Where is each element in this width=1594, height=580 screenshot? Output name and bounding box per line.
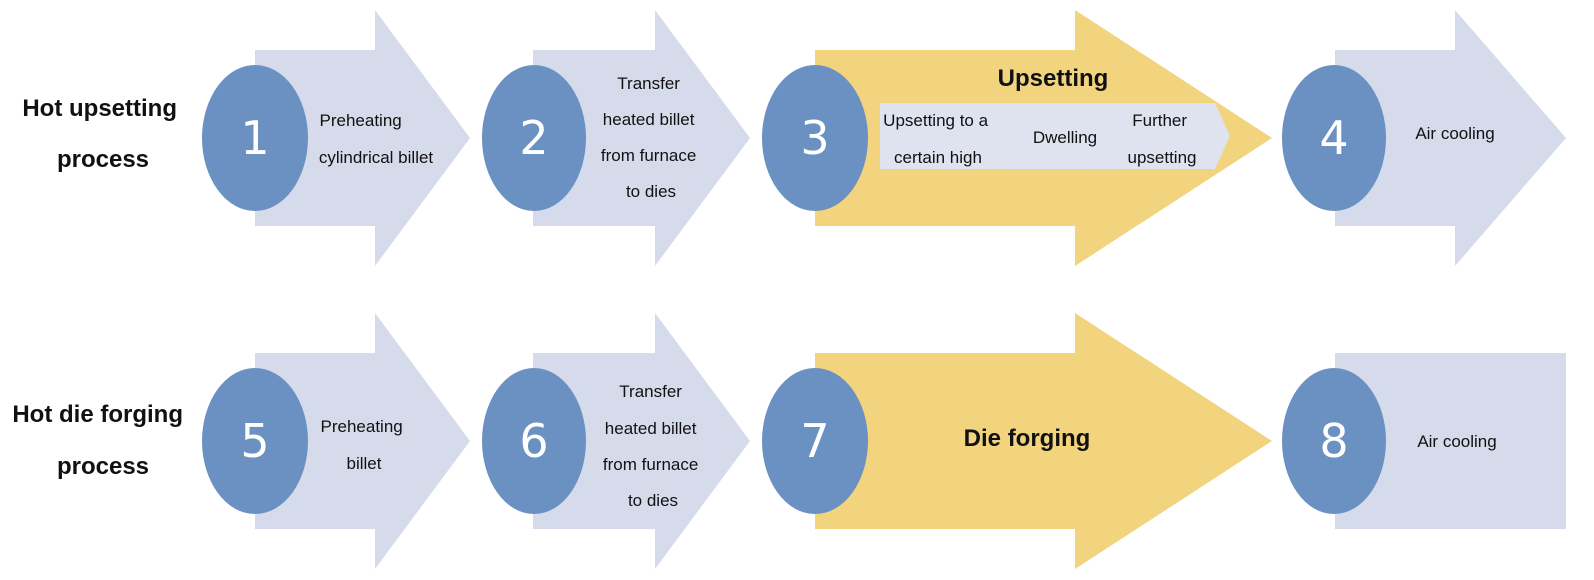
step-number-circle (762, 65, 868, 211)
step-number-circle (762, 368, 868, 514)
step-text: Transfer heated billet from furnace to d… (603, 382, 703, 510)
step-number: 3 (800, 111, 829, 165)
row-label-line: Hot die forging (12, 401, 183, 428)
step-arrow (255, 313, 470, 569)
step-text-line: Preheating (320, 111, 402, 130)
step-3: Upsetting Upsetting to a certain high Dw… (762, 10, 1272, 266)
step-number: 5 (240, 414, 269, 468)
step-text-line: heated billet (603, 110, 695, 129)
substep-chevron (1000, 103, 1117, 169)
row-label-hot-upsetting: Hot upsetting process (22, 95, 183, 173)
step-5: 5 Preheating billet (202, 313, 470, 569)
step-text: Preheating cylindrical billet (319, 111, 434, 167)
step-text-line: heated billet (605, 419, 697, 438)
step-text: Air cooling (1417, 432, 1496, 451)
step-text-line: Preheating (321, 417, 403, 436)
step-text-line: billet (347, 454, 382, 473)
step-text-line: to dies (626, 182, 676, 201)
step-text: Transfer heated billet from furnace to d… (601, 74, 701, 201)
step-text-line: from furnace (603, 455, 698, 474)
row-hot-upsetting: Hot upsetting process 1 Preheating cylin… (22, 10, 1566, 266)
substep-text-line: Dwelling (1033, 128, 1097, 147)
step-text-line: Transfer (617, 74, 680, 93)
row-label-hot-die-forging: Hot die forging process (12, 401, 189, 480)
row-label-line: process (57, 453, 149, 480)
step-number-circle (482, 368, 586, 514)
step-8: 8 Air cooling (1282, 353, 1566, 529)
step-number: 8 (1319, 414, 1348, 468)
step-number: 7 (800, 414, 829, 468)
step-title: Die forging (964, 425, 1091, 452)
step-number: 1 (240, 111, 269, 165)
step-1: 1 Preheating cylindrical billet (202, 10, 470, 266)
substep-chevron (880, 103, 1015, 169)
step-arrow (533, 10, 750, 266)
substep-text: Further upsetting (1128, 111, 1197, 167)
step-number: 2 (519, 111, 548, 165)
substep-text: Dwelling (1033, 128, 1097, 147)
step-box (1335, 353, 1566, 529)
step-7: 7 Die forging (762, 313, 1272, 569)
step-number-circle (1282, 65, 1386, 211)
substep-text-line: certain high (894, 148, 982, 167)
step-number: 4 (1319, 111, 1348, 165)
step-arrow (255, 10, 470, 266)
row-hot-die-forging: Hot die forging process 5 Preheating bil… (12, 313, 1566, 569)
step-2: 2 Transfer heated billet from furnace to… (482, 10, 750, 266)
substep-text-line: Upsetting to a (883, 111, 988, 130)
step-arrow (1335, 10, 1566, 266)
step-number-circle (482, 65, 586, 211)
step-arrow-highlight (815, 313, 1272, 569)
step-6: 6 Transfer heated billet from furnace to… (482, 313, 750, 569)
step-4: 4 Air cooling (1282, 10, 1566, 266)
row-label-line: process (57, 146, 149, 173)
step-number-circle (1282, 368, 1386, 514)
substep-chevron (1102, 103, 1230, 169)
step-text-line: to dies (628, 491, 678, 510)
step-title: Upsetting (998, 65, 1109, 92)
step-number-circle (202, 65, 308, 211)
step-arrow (533, 313, 750, 569)
substep-text-line: upsetting (1128, 148, 1197, 167)
step-text-line: Transfer (619, 382, 682, 401)
step-number-circle (202, 368, 308, 514)
step-number: 6 (519, 414, 548, 468)
step-text-line: from furnace (601, 146, 696, 165)
step-text: Air cooling (1415, 124, 1494, 143)
substep-text-line: Further (1132, 111, 1187, 130)
substep-text: Upsetting to a certain high (883, 111, 993, 167)
step-text-line: cylindrical billet (319, 148, 434, 167)
row-label-line: Hot upsetting (22, 95, 177, 122)
step-text: Preheating billet (321, 417, 408, 473)
substep-chevrons (880, 103, 1230, 169)
